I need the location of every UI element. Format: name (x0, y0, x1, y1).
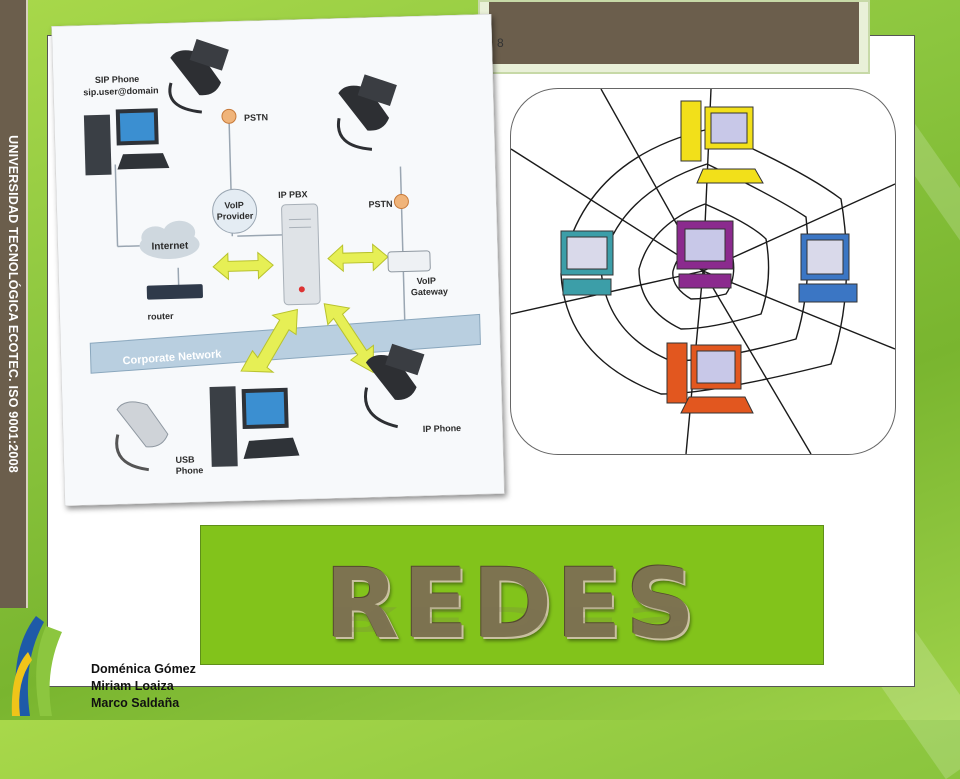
sip-user-label: sip.user@domain (83, 85, 159, 97)
internet-label: Internet (151, 240, 189, 252)
pstn-connector-icon (221, 108, 237, 124)
slide-title-reflection: REDES (325, 598, 699, 638)
usb-phone-label-2: Phone (176, 465, 204, 476)
sip-phone-computer-icon (83, 108, 170, 176)
computer-purple-icon (676, 220, 734, 289)
institution-band: UNIVERSIDAD TECNOLÓGICA ECOTEC. ISO 9001… (0, 0, 28, 608)
corporate-network-band (89, 313, 481, 374)
university-logo-icon (11, 616, 62, 716)
title-banner: REDES REDES (200, 525, 824, 665)
usb-phone-label-1: USB (175, 454, 195, 465)
desk-phone-right-icon (336, 74, 397, 151)
voip-gateway-icon (387, 250, 431, 273)
header-box (478, 0, 870, 74)
ip-phone-label: IP Phone (423, 423, 462, 434)
computer-orange-icon (666, 342, 754, 414)
author-name: Marco Saldaña (91, 696, 180, 710)
computer-yellow-icon (680, 100, 764, 184)
desk-phone-icon (168, 39, 229, 114)
computer-teal-icon (560, 230, 614, 296)
pstn-connector-right-icon (393, 194, 409, 210)
router-label: router (147, 311, 174, 322)
voip-gateway-label-1: VoIP (417, 276, 437, 287)
ip-pbx-label: IP PBX (278, 189, 308, 200)
pstn-left-label: PSTN (244, 112, 268, 123)
voip-gateway-label-2: Gateway (411, 286, 448, 297)
page-number: 8 (497, 36, 504, 50)
usb-computer-icon (209, 386, 300, 467)
ip-pbx-server-icon (281, 203, 321, 306)
spider-web-network-image (510, 88, 896, 455)
pstn-right-label: PSTN (368, 199, 392, 210)
voip-provider-label-1: VoIP (224, 200, 244, 211)
sip-phone-label: SIP Phone (95, 74, 140, 85)
header-box-fill (489, 2, 859, 64)
router-icon (146, 284, 203, 300)
ip-phone-icon (364, 343, 425, 429)
slide-title: REDES (325, 548, 699, 660)
internet-cloud-icon (139, 220, 200, 260)
connection-arrows (212, 243, 389, 374)
voip-provider-label-2: Provider (217, 211, 254, 222)
computer-blue-icon (798, 233, 858, 303)
author-name: Miriam Loaiza (91, 679, 174, 693)
institution-label: UNIVERSIDAD TECNOLÓGICA ECOTEC. ISO 9001… (6, 135, 20, 473)
author-name: Doménica Gómez (91, 662, 196, 676)
usb-phone-icon (115, 401, 169, 472)
authors-list: Doménica Gómez Miriam Loaiza Marco Salda… (91, 661, 196, 712)
voip-provider-icon (212, 188, 258, 234)
voip-network-diagram: Corporate Network SIP Phone sip.user@dom… (51, 13, 505, 507)
